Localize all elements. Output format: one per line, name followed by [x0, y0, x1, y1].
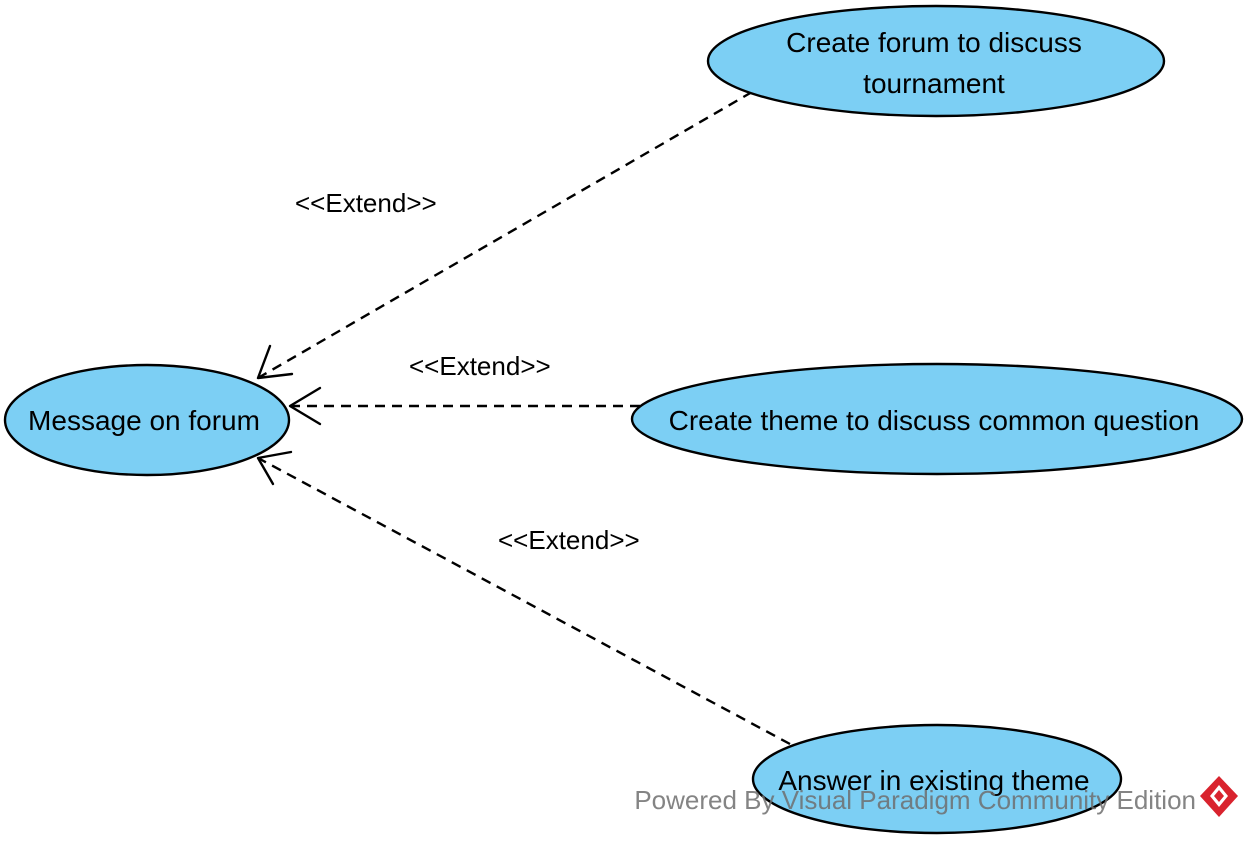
watermark: Powered By Visual Paradigm Community Edi…	[634, 776, 1238, 817]
arrow-head-answer-theme	[256, 450, 293, 486]
usecase-answer-theme[interactable]: Answer in existing theme	[751, 723, 1123, 835]
watermark-text: Powered By Visual Paradigm Community Edi…	[634, 785, 1196, 815]
arrow-head-create-theme	[288, 386, 322, 426]
usecase-create-theme[interactable]: Create theme to discuss common question	[630, 362, 1244, 476]
usecase-message-on-forum[interactable]: Message on forum	[3, 363, 291, 477]
usecase-label-message-on-forum: Message on forum	[28, 405, 260, 436]
extend-relationship-answer-theme[interactable]: <<Extend>>	[256, 450, 791, 746]
extend-label-answer-theme: <<Extend>>	[498, 525, 640, 555]
extend-line-create-forum	[257, 90, 753, 380]
extend-line-answer-theme	[257, 456, 791, 746]
extend-label-create-forum: <<Extend>>	[295, 188, 437, 218]
usecase-ellipse	[630, 362, 1244, 476]
usecase-ellipse	[706, 4, 1166, 118]
usecase-ellipse	[3, 363, 291, 477]
arrow-head-create-forum	[256, 344, 294, 380]
usecase-label-create-theme: Create theme to discuss common question	[669, 405, 1200, 436]
extend-label-create-theme: <<Extend>>	[409, 351, 551, 381]
visual-paradigm-logo-icon	[1200, 776, 1238, 817]
usecase-create-forum[interactable]: Create forum to discuss tournament	[706, 4, 1166, 118]
extend-relationship-create-forum[interactable]: <<Extend>>	[256, 90, 753, 380]
usecase-ellipse	[751, 723, 1123, 835]
extend-relationship-create-theme[interactable]: <<Extend>>	[288, 351, 640, 426]
usecase-label-answer-theme: Answer in existing theme	[778, 765, 1089, 796]
usecase-label-create-forum-line1: Create forum to discuss	[786, 27, 1082, 58]
usecase-label-create-forum-line2: tournament	[863, 68, 1005, 99]
